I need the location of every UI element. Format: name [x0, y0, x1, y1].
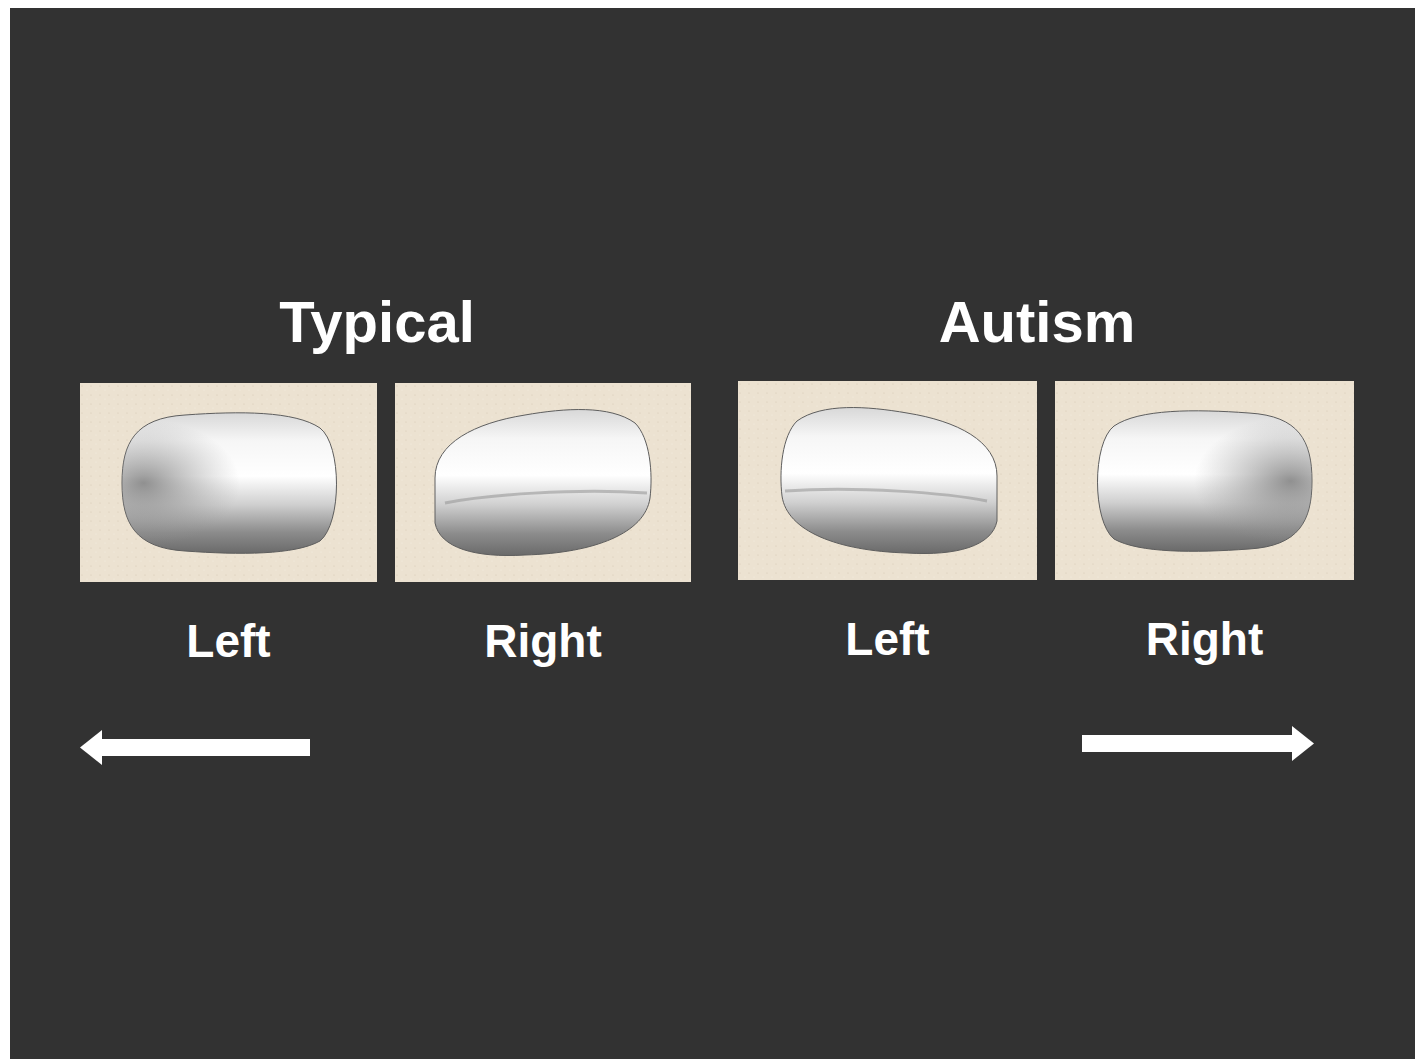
caudate-shape [1055, 381, 1354, 580]
side-label: Left [698, 614, 1077, 665]
image-panel: Left [80, 383, 377, 582]
side-label: Right [1015, 614, 1394, 665]
group-heading: Typical [279, 290, 475, 354]
group-heading: Autism [939, 290, 1136, 354]
image-panel: Right [395, 383, 691, 582]
left-arrow [80, 730, 310, 765]
side-label: Left [40, 616, 417, 667]
image-panel: Left [738, 381, 1037, 580]
right-arrow [1082, 726, 1314, 761]
caudate-shape [395, 383, 691, 582]
caudate-shape [80, 383, 377, 582]
dark-background: TypicalAutismLeftRightLeftRight [10, 8, 1415, 1059]
side-label: Right [355, 616, 731, 667]
image-panel: Right [1055, 381, 1354, 580]
caudate-shape [738, 381, 1037, 580]
